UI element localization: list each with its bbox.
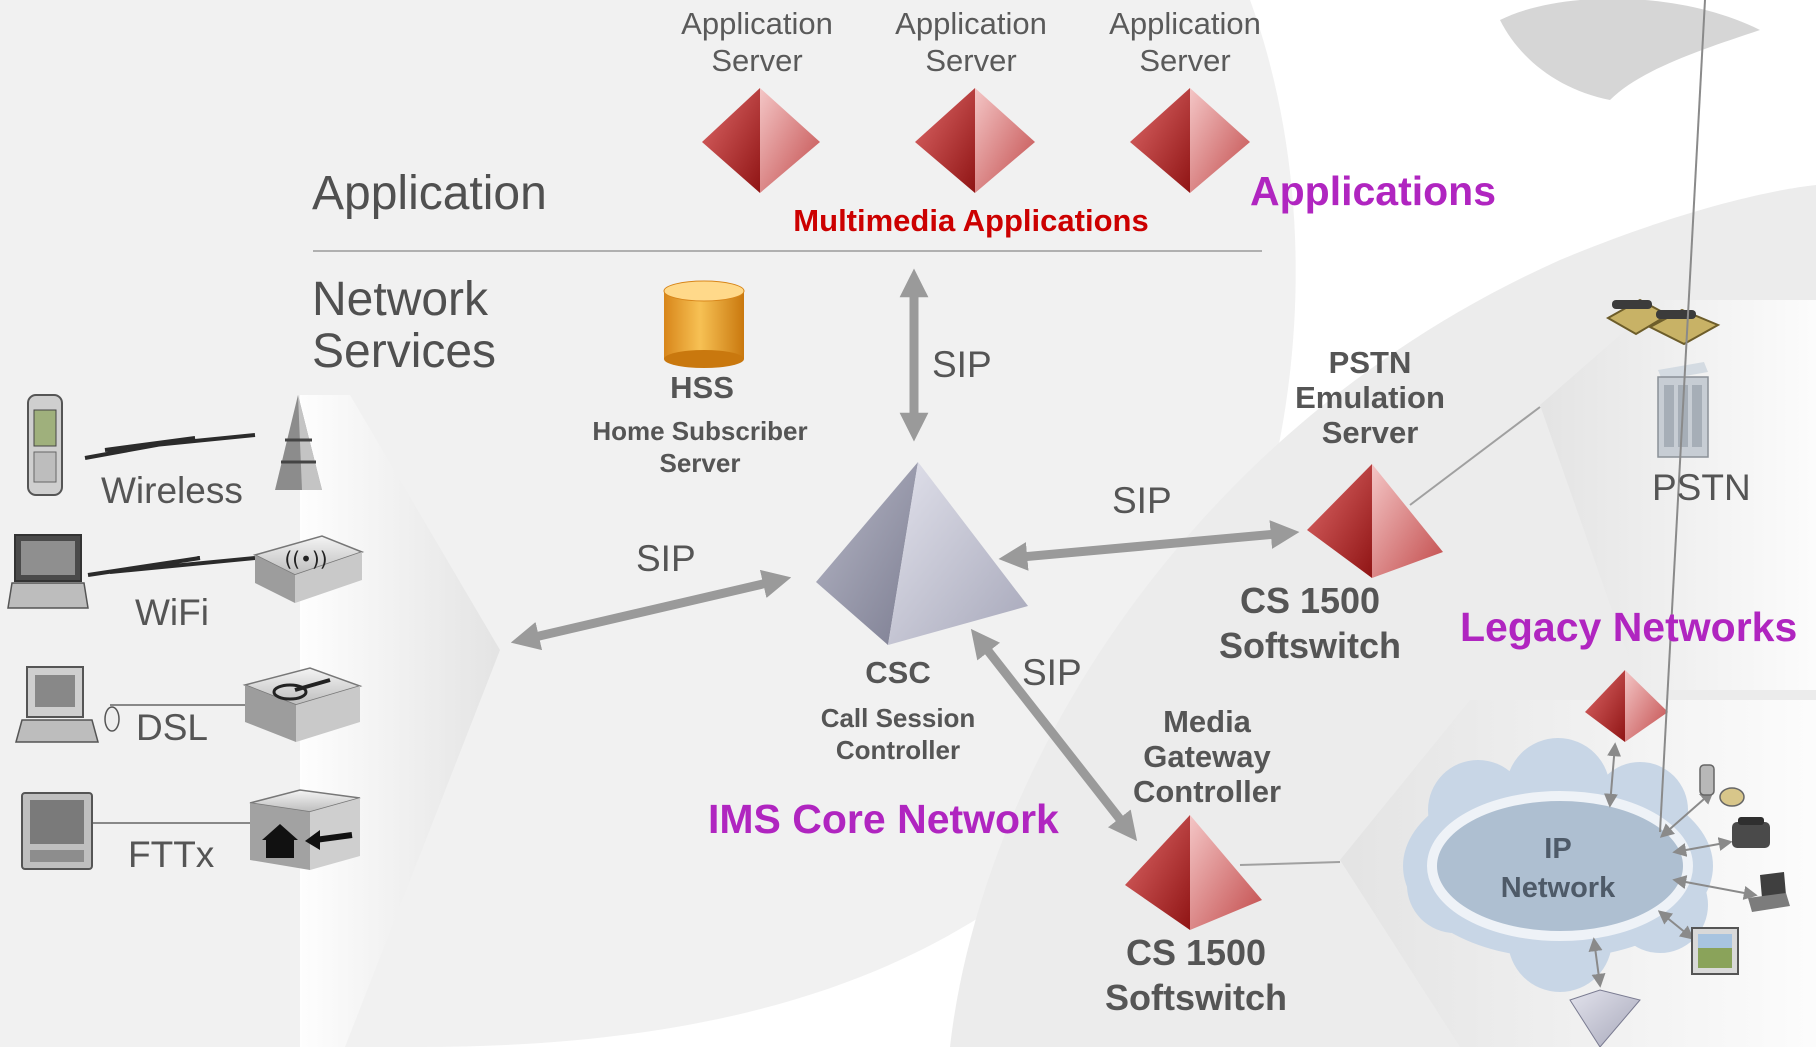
- wifi-label: WiFi: [135, 592, 209, 633]
- csc-subtitle-line1: Call Session: [820, 703, 976, 733]
- csc-subtitle: Call Session Controller: [821, 702, 976, 766]
- corner-logo-swoosh: [1500, 0, 1760, 100]
- picture-frame-icon: [1691, 927, 1739, 975]
- mgc-line2: Gateway: [1143, 739, 1271, 774]
- legacy-networks-heading: Legacy Networks: [1460, 604, 1798, 650]
- fttx-television-icon: [21, 792, 93, 870]
- wifi-access-point-icon: ((•)): [252, 535, 365, 603]
- network-services-layer-label: Network Services: [312, 274, 496, 378]
- app-server-label-2: Application Server: [895, 5, 1047, 79]
- pstn-label: PSTN: [1652, 467, 1751, 508]
- media-gateway-controller-label: Media Gateway Controller: [1133, 704, 1281, 809]
- cs1500-top-label: CS 1500 Softswitch: [1219, 578, 1401, 668]
- pstn-emulation-line1: PSTN: [1328, 345, 1412, 380]
- dsl-modem-icon: [242, 667, 363, 742]
- csc-title: CSC: [865, 655, 931, 690]
- ip-desk-phone-icon: [1732, 817, 1770, 848]
- pstn-emulation-server-label: PSTN Emulation Server: [1295, 345, 1445, 450]
- app-server-label-3: Application Server: [1109, 5, 1261, 79]
- fttx-ont-icon: [249, 789, 361, 870]
- network-services-line2: Services: [312, 325, 497, 378]
- sip-label-access: SIP: [636, 538, 696, 579]
- hss-subtitle: Home Subscriber Server: [592, 415, 807, 479]
- cs1500-pstn-pyramid: [1307, 464, 1443, 578]
- cs1500-bottom-line2: Softswitch: [1104, 977, 1288, 1018]
- laptop-icon: [1748, 872, 1790, 912]
- bottom-pyramid-icon: [1569, 989, 1641, 1047]
- ip-network-label: IP Network: [1501, 830, 1615, 908]
- cs1500-top-line2: Softswitch: [1218, 625, 1402, 666]
- sip-label-pstn-softswitch: SIP: [1112, 480, 1172, 521]
- link-ip-bottom-pyramid: [1588, 937, 1606, 988]
- pstn-telephones-icon: [1605, 298, 1721, 346]
- multimedia-applications-label: Multimedia Applications: [793, 203, 1149, 238]
- wifi-link: [87, 556, 256, 577]
- wireless-label: Wireless: [101, 470, 243, 511]
- application-layer-label: Application: [312, 167, 547, 220]
- app-server-label-1: Application Server: [681, 5, 833, 79]
- app-server-label-1-line2: Server: [711, 43, 803, 78]
- svg-text:((•)): ((•)): [284, 547, 327, 571]
- app-server-pyramid-1: [702, 88, 820, 193]
- fttx-label: FTTx: [128, 834, 215, 875]
- mobile-phones-icon: [1699, 764, 1745, 807]
- link-ip-legacy-pyramid: [1603, 742, 1622, 808]
- csc-subtitle-line2: Controller: [835, 735, 961, 765]
- sip-label-applications: SIP: [932, 344, 992, 385]
- app-server-label-1-line1: Application: [681, 6, 833, 41]
- cs1500-top-line1: CS 1500: [1239, 580, 1381, 621]
- app-server-label-3-line2: Server: [1139, 43, 1231, 78]
- ims-core-network-label: IMS Core Network: [708, 796, 1059, 842]
- app-server-label-2-line2: Server: [925, 43, 1017, 78]
- pstn-emulation-line2: Emulation: [1295, 380, 1445, 415]
- wifi-laptop-icon: [7, 534, 89, 609]
- link-softswitch-pstn: [1409, 406, 1541, 506]
- cell-tower-icon: [275, 395, 322, 490]
- ip-network-line2: Network: [1500, 872, 1616, 904]
- app-server-pyramid-3: [1130, 88, 1250, 193]
- sip-label-mgc-softswitch: SIP: [1022, 652, 1082, 693]
- dsl-desktop-computer-icon: [15, 666, 120, 743]
- wireless-link: [84, 433, 256, 460]
- applications-heading: Applications: [1250, 168, 1497, 214]
- app-server-label-2-line1: Application: [895, 6, 1047, 41]
- link-ip-laptop: [1672, 875, 1758, 900]
- link-ip-picture: [1657, 910, 1695, 940]
- cs1500-bottom-label: CS 1500 Softswitch: [1105, 930, 1287, 1020]
- network-services-line1: Network: [312, 273, 489, 326]
- dsl-label: DSL: [136, 707, 208, 748]
- link-softswitch-ip: [1239, 861, 1341, 866]
- mgc-line3: Controller: [1132, 774, 1282, 809]
- link-ip-phone: [1672, 837, 1733, 857]
- app-server-pyramid-2: [915, 88, 1035, 193]
- sip-arrow-access-csc: [510, 569, 792, 651]
- wireless-handset-icon: [27, 394, 63, 496]
- link-ip-mobile: [1659, 0, 1706, 833]
- link-ip-mobile-arrow: [1659, 790, 1715, 838]
- csc-pyramid: [816, 462, 1028, 645]
- pstn-emulation-line3: Server: [1321, 415, 1419, 450]
- hss-subtitle-line1: Home Subscriber: [592, 416, 808, 446]
- sip-arrow-csc-mgc-softswitch: [970, 628, 1138, 842]
- cs1500-mgc-pyramid: [1125, 815, 1262, 930]
- legacy-pyramid-icon: [1585, 670, 1668, 742]
- ip-network-line1: IP: [1544, 833, 1572, 865]
- hss-database-icon: [663, 280, 745, 368]
- sip-arrow-csc-pstn-softswitch: [998, 520, 1300, 571]
- hss-subtitle-line2: Server: [659, 448, 741, 478]
- mgc-line1: Media: [1163, 704, 1251, 739]
- cs1500-bottom-line1: CS 1500: [1125, 932, 1267, 973]
- hss-title: HSS: [670, 370, 734, 405]
- app-server-label-3-line1: Application: [1109, 6, 1261, 41]
